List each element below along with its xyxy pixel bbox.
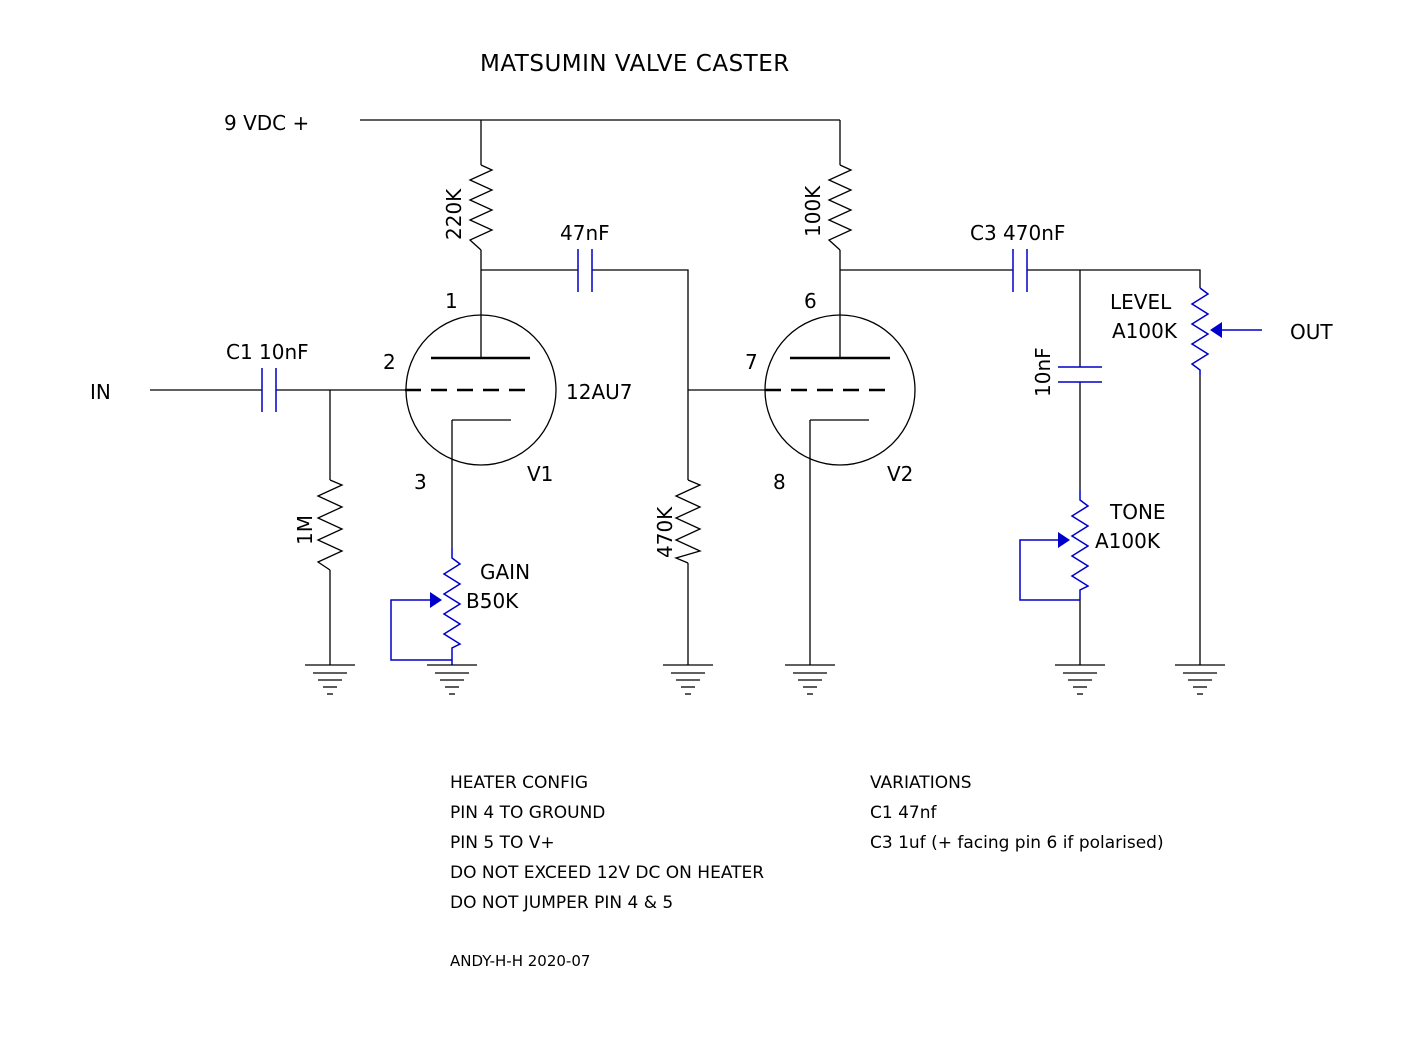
capacitor-c1-label: C1 10nF [226,340,309,364]
ground-symbol-v2-cathode [785,664,835,695]
ground-symbol-tone [1055,664,1105,695]
resistor-100k [827,164,853,251]
capacitor-c3 [1012,249,1028,292]
resistor-1m-label: 1M [293,515,317,545]
v1-pin-grid-label: 2 [383,350,396,374]
ground-symbol-1m [305,664,355,695]
tube-type-label: 12AU7 [566,380,633,404]
pot-tone [1019,490,1090,601]
v2-pin-cathode-label: 8 [773,470,786,494]
ground-symbol-470k [663,664,713,695]
tube-v1 [405,314,557,466]
pot-level-name: LEVEL [1110,290,1172,314]
output-label: OUT [1290,320,1333,344]
tube-v2 [764,314,916,466]
author-credit: ANDY-H-H 2020-07 [450,952,590,970]
variations-notes: VARIATIONS C1 47nf C3 1uf (+ facing pin … [870,773,1164,853]
pot-gain-value: B50K [466,589,519,613]
heater-note-line: DO NOT EXCEED 12V DC ON HEATER [450,863,764,883]
pot-gain-name: GAIN [480,560,530,584]
resistor-470k [674,479,702,564]
heater-config-heading: HEATER CONFIG [450,773,588,793]
pot-level-wiper-arrow [1210,322,1222,338]
resistor-470k-label: 470K [653,506,677,558]
v1-pin-plate-label: 1 [445,289,458,313]
pot-tone-value: A100K [1095,529,1161,553]
input-label: IN [90,380,111,404]
resistor-220k-label: 220K [442,188,466,240]
resistor-1m [316,479,344,571]
ground-symbol-level [1175,664,1225,695]
diagram-title: MATSUMIN VALVE CASTER [480,51,790,77]
v2-pin-grid-label: 7 [745,350,758,374]
variations-heading: VARIATIONS [870,773,972,793]
v2-label: V2 [887,462,913,486]
heater-config-notes: HEATER CONFIG PIN 4 TO GROUND PIN 5 TO V… [450,773,764,913]
capacitor-c3-label: C3 470nF [970,221,1065,245]
pot-tone-wiper-arrow [1058,532,1070,548]
ground-symbol-gain [427,664,477,695]
wires [150,119,1201,665]
capacitor-c1 [261,368,277,412]
v1-label: V1 [527,462,553,486]
pot-level [1190,287,1262,375]
pot-level-value: A100K [1112,319,1178,343]
pot-tone-name: TONE [1109,500,1166,524]
v2-pin-plate-label: 6 [804,289,817,313]
resistor-220k [468,164,494,251]
heater-note-line: PIN 5 TO V+ [450,833,555,853]
variation-line: C3 1uf (+ facing pin 6 if polarised) [870,833,1164,853]
resistor-100k-label: 100K [801,185,825,237]
heater-note-line: DO NOT JUMPER PIN 4 & 5 [450,893,673,913]
capacitor-tone-label: 10nF [1031,347,1055,397]
pot-gain [390,548,462,665]
capacitor-47nf [577,249,593,292]
capacitor-tone [1058,366,1102,383]
v1-pin-cathode-label: 3 [414,470,427,494]
supply-label: 9 VDC + [224,111,309,135]
capacitor-47nf-label: 47nF [560,221,610,245]
heater-note-line: PIN 4 TO GROUND [450,803,605,823]
pot-gain-wiper-arrow [430,592,442,608]
variation-line: C1 47nf [870,803,937,823]
